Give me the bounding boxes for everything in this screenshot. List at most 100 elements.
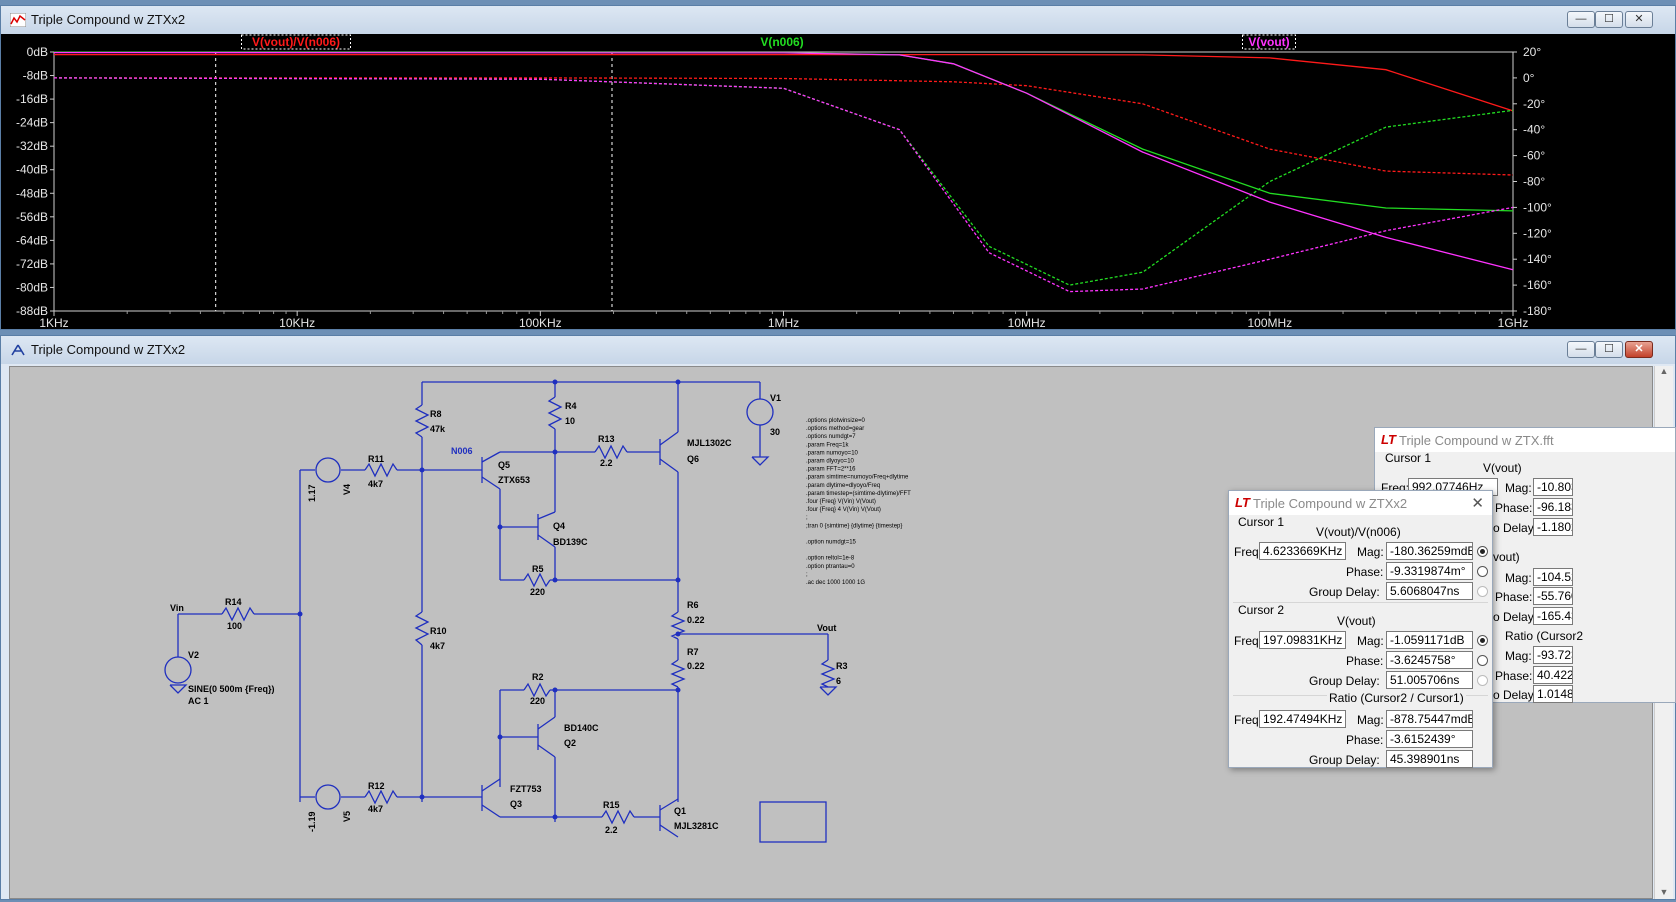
- cursor1-phase-field[interactable]: -9.3319874m°: [1386, 562, 1473, 580]
- plot-frame: [53, 51, 1514, 312]
- trace-label[interactable]: V(vout)/V(n006): [252, 35, 340, 49]
- cursor-dialog-titlebar[interactable]: LT Triple Compound w ZTXx2 ✕: [1229, 491, 1492, 515]
- y-right-tick-label: -60°: [1523, 149, 1545, 163]
- schematic-titlebar[interactable]: Triple Compound w ZTXx2 — ☐ ✕: [1, 336, 1675, 364]
- circuit-schematic[interactable]: R8 47k R4 10 R13 2.2 MJL1302C Q6 V1 30 R…: [10, 367, 1360, 902]
- minimize-button[interactable]: —: [1567, 11, 1595, 28]
- q5-model: ZTX653: [498, 475, 530, 485]
- q4-model: BD139C: [553, 537, 588, 547]
- cursor2-gd-label: Group Delay:: [1309, 674, 1380, 688]
- ratio-mag-field[interactable]: -878.75447mdB: [1386, 710, 1473, 728]
- cursor-dialog-fft-title: Triple Compound w ZTX.fft: [1399, 433, 1554, 448]
- magnitude-trace: [53, 51, 1514, 271]
- cursor2-phase-field[interactable]: -3.6245758°: [1386, 651, 1473, 669]
- cursor1-freq-label: Freq:: [1234, 545, 1263, 559]
- spice-directive-line: .option reltol=1e-8: [806, 556, 855, 562]
- mag-field[interactable]: -10.803: [1533, 478, 1573, 496]
- trace-label[interactable]: V(n006): [760, 35, 803, 49]
- phase-label: Phase:: [1495, 501, 1533, 515]
- spice-directive-line: .param dlytime=dlyoyo/Freq: [806, 483, 880, 489]
- spice-directives[interactable]: .options plotwinsize=0.options method=ge…: [806, 418, 911, 586]
- cursor2-gd-field[interactable]: 51.005706ns: [1386, 671, 1473, 689]
- spice-directive-line: .param FFT=2**16: [806, 467, 856, 473]
- mag3-field[interactable]: -93.723: [1533, 646, 1573, 664]
- y-left-tick-label: -16dB: [16, 92, 48, 106]
- maximize-button[interactable]: ☐: [1595, 341, 1623, 358]
- y-left-tick-label: -32dB: [16, 139, 48, 153]
- close-icon[interactable]: ✕: [1471, 495, 1484, 512]
- ratio-gd-field[interactable]: 45.398901ns: [1386, 750, 1473, 768]
- cursor-dialog: LT Triple Compound w ZTXx2 ✕ Cursor 1 V(…: [1228, 490, 1493, 768]
- v4-value: 1.17: [307, 484, 317, 502]
- ratio-group-label: Ratio (Cursor2 / Cursor1): [1327, 691, 1466, 705]
- cursor2-mag-field[interactable]: -1.0591171dB: [1386, 631, 1473, 649]
- plot-titlebar[interactable]: Triple Compound w ZTXx2 — ☐ ✕: [1, 6, 1675, 34]
- ratio-freq-field[interactable]: 192.47494KHz: [1259, 710, 1346, 728]
- phase2-field[interactable]: -55.760: [1533, 587, 1573, 605]
- schematic-window-title: Triple Compound w ZTXx2: [31, 342, 186, 357]
- group-delay3-field[interactable]: 1.01480: [1533, 685, 1573, 703]
- spice-directive-line: .option numdgt=15: [806, 540, 857, 546]
- r11-name: R11: [368, 454, 384, 464]
- r15-value: 2.2: [605, 825, 618, 835]
- ratio-phase-field[interactable]: -3.6152439°: [1386, 730, 1473, 748]
- q1-name: Q1: [674, 806, 686, 816]
- maximize-button[interactable]: ☐: [1595, 11, 1623, 28]
- spice-directive-line: .param Freq=1k: [806, 442, 850, 448]
- group-delay2-field[interactable]: -165.43: [1533, 607, 1573, 625]
- cursor1-mag-label: Mag:: [1357, 545, 1384, 559]
- scroll-down-arrow[interactable]: ▼: [1659, 887, 1669, 897]
- close-button[interactable]: ✕: [1625, 341, 1653, 358]
- spice-directive-line: .four {Freq} V(Vin) V(Vout): [806, 499, 876, 505]
- r2-value: 220: [530, 696, 545, 706]
- cursor-dialog-fft-titlebar[interactable]: LT Triple Compound w ZTX.fft: [1375, 428, 1675, 452]
- cursor2-phase-radio[interactable]: [1477, 655, 1488, 666]
- cursor2-freq-field[interactable]: 197.09831KHz: [1259, 631, 1346, 649]
- spice-directive-line: ;: [806, 572, 808, 578]
- y-right-tick-label: 20°: [1523, 45, 1541, 59]
- v5-value: -1.19: [307, 811, 317, 832]
- group-delay2-label: o Delay:: [1493, 610, 1538, 624]
- cursor2-trace: V(vout): [1337, 614, 1376, 628]
- cursor1-gd-radio[interactable]: [1477, 586, 1488, 597]
- mag2-field[interactable]: -104.52: [1533, 568, 1573, 586]
- phase-trace: [53, 77, 1514, 286]
- y-right-tick-label: 0°: [1523, 71, 1535, 85]
- y-left-tick-label: -48dB: [16, 186, 48, 200]
- cursor2-mag-radio[interactable]: [1477, 635, 1488, 646]
- ltspice-icon: LT: [1235, 495, 1250, 510]
- cursor1-phase-radio[interactable]: [1477, 566, 1488, 577]
- cursor2-gd-radio[interactable]: [1477, 675, 1488, 686]
- cursor1-mag-field[interactable]: -180.36259mdB: [1386, 542, 1473, 560]
- y-left-tick-label: 0dB: [27, 45, 48, 59]
- waveform-app-icon: [10, 13, 26, 27]
- scroll-up-arrow[interactable]: ▲: [1659, 366, 1669, 376]
- bode-plot[interactable]: V(vout)/V(n006)V(n006)V(vout)0dB-8dB-16d…: [1, 34, 1675, 329]
- close-button[interactable]: ✕: [1625, 11, 1653, 28]
- cursor1-freq-field[interactable]: 4.6233669KHz: [1259, 542, 1346, 560]
- magnitude-trace: [54, 53, 1514, 112]
- v1-name: V1: [770, 393, 781, 403]
- cursor1-mag-radio[interactable]: [1477, 546, 1488, 557]
- r10-value: 4k7: [430, 641, 445, 651]
- plot-area[interactable]: V(vout)/V(n006)V(n006)V(vout)0dB-8dB-16d…: [1, 34, 1675, 329]
- phase-field[interactable]: -96.183: [1533, 498, 1573, 516]
- group-delay-field[interactable]: -1.1802: [1533, 518, 1573, 536]
- spice-directive-line: .param numoyo=10: [806, 450, 859, 456]
- y-left-tick-label: -24dB: [16, 116, 48, 130]
- cursor1-gd-label: Group Delay:: [1309, 585, 1380, 599]
- net-label-vin: Vin: [170, 603, 184, 613]
- ratio-group-label: Ratio (Cursor2: [1505, 629, 1584, 643]
- phase3-field[interactable]: 40.4225: [1533, 666, 1573, 684]
- spice-directive-line: .param simtime=numoyo/Freq+dlytime: [806, 475, 909, 481]
- spice-directive-line: .param dlyoyo=10: [806, 459, 855, 465]
- magnitude-trace: [53, 51, 1514, 212]
- ratio-mag-label: Mag:: [1357, 713, 1384, 727]
- cursor2-trace: vout): [1493, 550, 1520, 564]
- cursor1-gd-field[interactable]: 5.6068047ns: [1386, 582, 1473, 600]
- r2-name: R2: [532, 672, 544, 682]
- trace-label-box: [241, 34, 351, 50]
- trace-label[interactable]: V(vout): [1248, 35, 1289, 49]
- minimize-button[interactable]: —: [1567, 341, 1595, 358]
- plot-window-title: Triple Compound w ZTXx2: [31, 12, 186, 27]
